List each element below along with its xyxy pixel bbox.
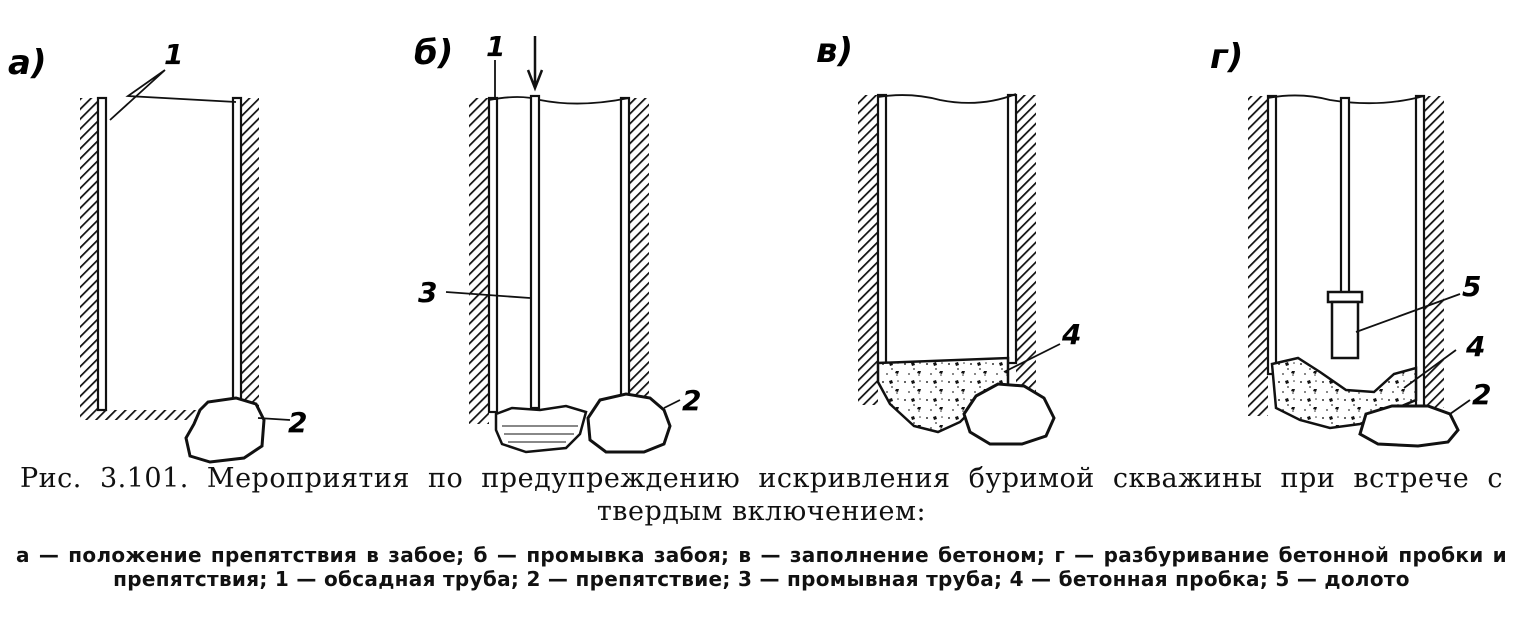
obstacle	[586, 392, 672, 454]
borehole-wall-left	[858, 95, 878, 405]
casing-pipe-right	[1414, 94, 1426, 410]
obstacle	[962, 382, 1056, 446]
casing-pipe-left	[487, 96, 499, 414]
borehole-wall-left	[80, 98, 98, 418]
leader-line	[109, 69, 237, 121]
panel-v-label: в)	[816, 31, 853, 71]
panel-b: б) 1 3 2	[414, 30, 701, 454]
drill-bit	[1330, 300, 1360, 360]
pipe-top-edge	[877, 93, 1017, 104]
panel-a-label: а)	[8, 43, 46, 83]
callout-4: 4	[1465, 330, 1485, 363]
flushing-pipe	[529, 94, 541, 410]
borehole-wall-right	[1424, 96, 1444, 408]
casing-pipe-right	[1006, 93, 1018, 365]
panel-v: в) 4	[816, 31, 1081, 446]
obstacle	[1358, 404, 1460, 448]
casing-pipe-left	[1266, 94, 1278, 376]
borehole-wall-left	[1248, 96, 1268, 416]
borehole-wall-left	[469, 98, 489, 424]
callout-1: 1	[164, 38, 183, 71]
callout-5: 5	[1462, 270, 1481, 303]
casing-pipe-right	[231, 96, 243, 414]
drill-rod	[1339, 96, 1351, 296]
sediment-lines	[502, 425, 578, 443]
panel-b-label: б)	[414, 33, 453, 73]
leader-line	[1003, 343, 1061, 373]
callout-2: 2	[1472, 378, 1491, 411]
callout-4: 4	[1061, 318, 1081, 351]
sediment	[494, 404, 588, 454]
callout-2: 2	[288, 406, 307, 439]
panel-a: а) 1 2	[8, 38, 307, 464]
panel-g: г) 5 4 2	[1210, 37, 1491, 448]
panel-g-label: г)	[1210, 37, 1243, 77]
callout-3: 3	[418, 276, 437, 309]
concrete-plug	[876, 356, 1010, 434]
leader-line	[445, 60, 681, 409]
leader-line	[1355, 293, 1471, 415]
obstacle	[184, 396, 266, 464]
casing-pipe-right	[619, 96, 631, 414]
borehole-wall-right	[1016, 95, 1036, 405]
leader-line	[257, 417, 291, 421]
borehole-wall-right	[241, 98, 259, 418]
down-arrow	[526, 36, 544, 92]
callout-2: 2	[682, 384, 701, 417]
casing-pipe-left	[876, 93, 888, 365]
borehole-wall-right	[629, 98, 649, 424]
pipe-top-edge	[1267, 94, 1425, 105]
pipe-top-edge	[488, 96, 630, 105]
casing-pipe-left	[96, 96, 108, 412]
hole-bottom-left	[80, 410, 210, 420]
figure-caption-legend: а — положение препятствия в забое; б — п…	[16, 543, 1507, 591]
bit-collar	[1326, 290, 1364, 304]
callout-1: 1	[486, 30, 505, 63]
figure-caption-title: Рис. 3.101. Мероприятия по предупреждени…	[20, 463, 1503, 527]
